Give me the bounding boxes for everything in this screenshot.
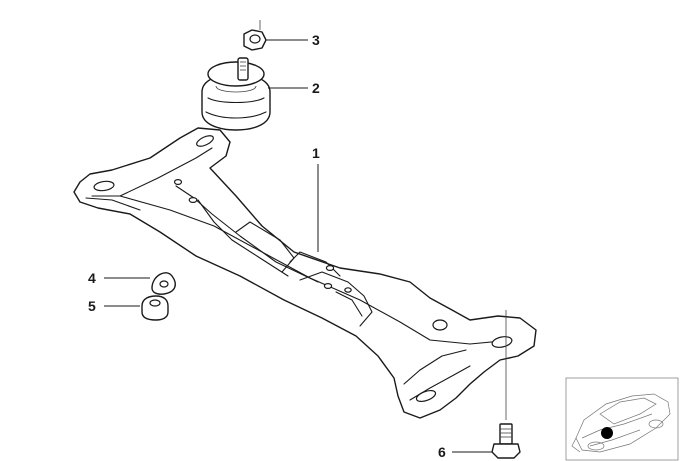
leader-lines (104, 39, 492, 453)
callout-3: 3 (312, 32, 320, 48)
location-marker (601, 427, 613, 439)
callout-2: 2 (312, 80, 320, 96)
callout-labels: 1 2 3 4 5 6 (88, 32, 446, 460)
nut-part[interactable] (243, 20, 267, 51)
crossmember-part[interactable] (73, 127, 537, 419)
callout-6: 6 (438, 444, 446, 460)
location-inset (565, 377, 679, 461)
car-outline-icon (571, 393, 671, 453)
callout-4: 4 (88, 270, 96, 286)
grommet-part[interactable] (141, 295, 169, 321)
rubber-mount-part[interactable] (201, 57, 271, 131)
callout-1: 1 (312, 145, 320, 161)
callout-5: 5 (88, 298, 96, 314)
insert-part[interactable] (151, 272, 176, 295)
